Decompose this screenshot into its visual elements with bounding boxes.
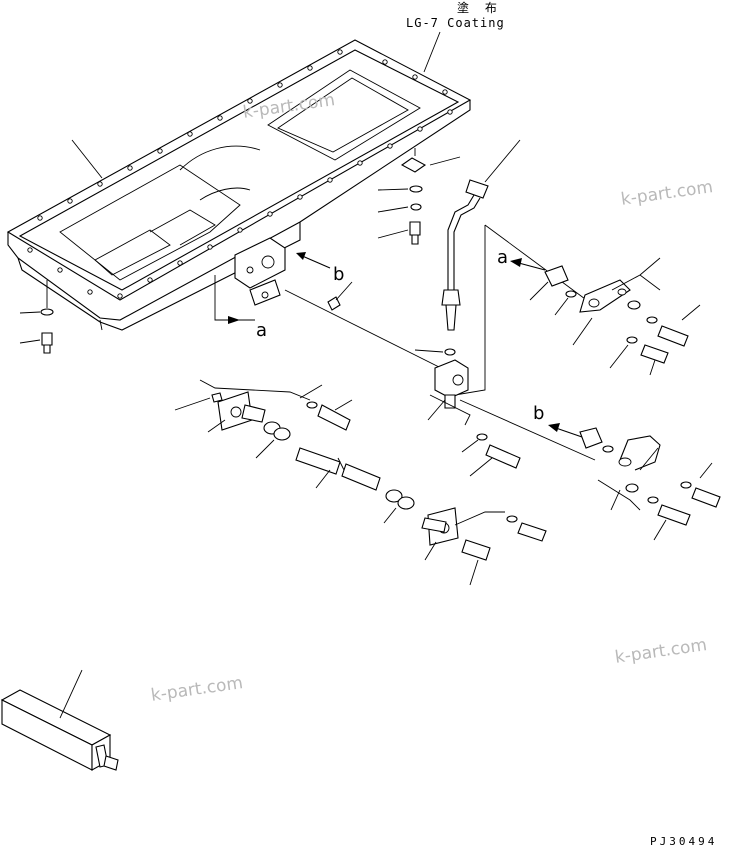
hose xyxy=(295,447,381,491)
lower-tube-assembly xyxy=(579,427,721,526)
tee-fitting xyxy=(434,359,469,409)
view-marker-b-lower: b xyxy=(533,403,545,424)
arrow-a-right xyxy=(484,224,601,311)
view-marker-a-left: a xyxy=(256,320,268,341)
arrow-b-lower xyxy=(548,423,583,438)
view-marker-b-upper: b xyxy=(333,264,345,285)
arrow-b-upper xyxy=(296,252,331,269)
upper-tube-assembly xyxy=(544,265,689,364)
level-sensor xyxy=(0,689,119,771)
coating-annotation: LG-7 Coating xyxy=(406,16,505,30)
pipe-bracket-lower xyxy=(421,507,459,546)
gasket-washer-stack xyxy=(400,157,427,245)
figure-code: PJ30494 xyxy=(650,835,718,848)
view-marker-a-right: a xyxy=(497,247,509,268)
dipstick-gauge xyxy=(441,179,489,331)
coating-annotation-japanese: 塗 布 xyxy=(457,1,503,15)
hose-clamp-upper xyxy=(263,421,291,441)
hose-clamp-lower xyxy=(385,489,415,510)
arrow-a-left xyxy=(214,275,255,324)
drain-plug-washer xyxy=(40,308,54,354)
pipe-bracket-left xyxy=(217,391,266,431)
oil-pan xyxy=(6,39,472,331)
